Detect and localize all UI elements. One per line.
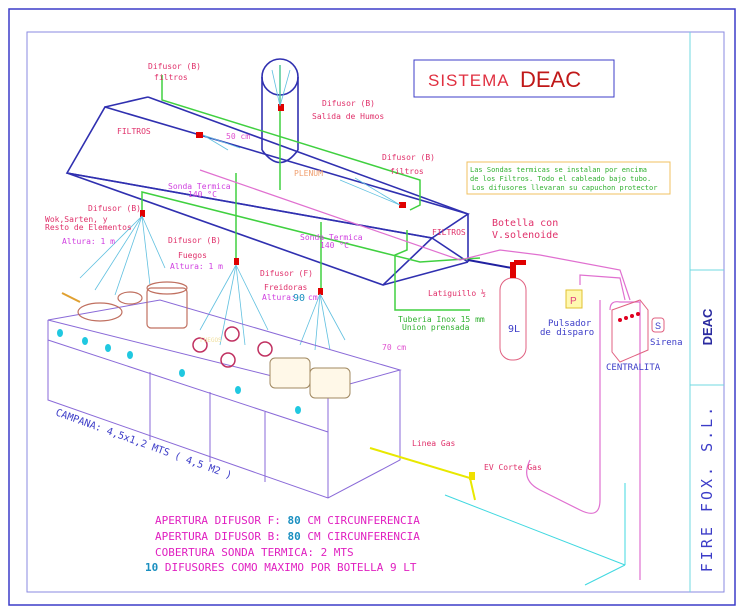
sirena-box bbox=[651, 317, 665, 333]
diffuser-filtros-right bbox=[399, 202, 406, 208]
pulsador-box[interactable] bbox=[565, 289, 583, 309]
fryer bbox=[269, 357, 351, 399]
label-dim-70: 70 cm bbox=[382, 343, 406, 352]
hood bbox=[65, 96, 470, 286]
label-dim-50: 50 cm bbox=[226, 132, 250, 141]
title-block-company: FIRE FOX. S.L. bbox=[698, 404, 716, 572]
centralita-leds bbox=[618, 312, 640, 322]
gas-valve[interactable] bbox=[469, 472, 475, 480]
label-union: Union prensada bbox=[402, 323, 470, 332]
title-box bbox=[413, 59, 615, 98]
label-salida-humos: Salida de Humos bbox=[312, 112, 384, 121]
diffuser-filtros-left bbox=[196, 132, 203, 138]
spray-cones bbox=[79, 65, 401, 351]
inner-frame bbox=[26, 31, 725, 593]
label-fuegos-small: FUEGOS bbox=[200, 337, 222, 344]
label-filtros-left: FILTROS bbox=[117, 127, 151, 136]
floor-lines bbox=[444, 483, 626, 586]
label-botella: Botella con bbox=[492, 218, 558, 229]
control-knobs bbox=[57, 329, 301, 414]
label-pulsador: Pulsador bbox=[548, 319, 592, 329]
pan-handle bbox=[61, 292, 81, 303]
label-altura-unit: cm bbox=[308, 293, 318, 302]
label-sonda-temp: 140 °C bbox=[320, 241, 349, 250]
cookware bbox=[77, 281, 188, 329]
sensor-cable bbox=[199, 169, 641, 580]
burners bbox=[192, 326, 273, 368]
spec-line: APERTURA DIFUSOR F: 80 CM CIRCUNFERENCIA bbox=[155, 514, 420, 527]
label-sonda: Sonda Termica bbox=[300, 233, 363, 242]
label-tuberia: Tuberia Inox 15 mm bbox=[398, 315, 485, 324]
specs: APERTURA DIFUSOR F: 80 CM CIRCUNFERENCIA… bbox=[145, 514, 420, 574]
label-sonda: Sonda Termica bbox=[168, 182, 231, 191]
kitchen-counter bbox=[47, 299, 402, 499]
label-altura: Altura: bbox=[262, 293, 296, 302]
label-freidoras: Freidoras bbox=[264, 283, 308, 292]
label-resto: Resto de Elementos bbox=[45, 223, 132, 232]
label-linea-gas: Linea Gas bbox=[412, 439, 456, 448]
spec-value: 80 bbox=[287, 514, 300, 527]
label-latiguillo: Latiguillo ½ bbox=[428, 288, 486, 298]
spec-unit: CM CIRCUNFERENCIA bbox=[307, 530, 420, 543]
spec-line: 10 DIFUSORES COMO MAXIMO POR BOTELLA 9 L… bbox=[145, 561, 417, 574]
title-name: DEAC bbox=[520, 67, 581, 92]
note-text: Las Sondas termicas se instalan por enci… bbox=[470, 166, 657, 192]
diffuser-wok bbox=[140, 210, 145, 217]
sirena-letter: S bbox=[655, 321, 661, 331]
label-difusor: Difusor (B) bbox=[382, 153, 435, 162]
gas-line bbox=[369, 447, 476, 501]
spec-line: APERTURA DIFUSOR B: 80 CM CIRCUNFERENCIA bbox=[155, 530, 420, 543]
diffuser-humos bbox=[278, 104, 284, 111]
spec-label: COBERTURA SONDA TERMICA: 2 MTS bbox=[155, 546, 354, 559]
hose bbox=[467, 259, 513, 269]
pulsador-letter: P bbox=[570, 296, 577, 307]
diffuser-freidoras bbox=[318, 288, 323, 295]
label-difusor: Difusor (B) bbox=[168, 236, 221, 245]
label-centralita: CENTRALITA bbox=[606, 363, 661, 373]
spec-unit: CM CIRCUNFERENCIA bbox=[307, 514, 420, 527]
label-solenoide: V.solenoide bbox=[492, 230, 558, 241]
outer-frame bbox=[8, 8, 736, 606]
label-altura-value: 90 bbox=[293, 293, 305, 304]
label-botella-size: 9L bbox=[508, 324, 520, 335]
note-line: de los Filtros. Todo el cableado bajo tu… bbox=[470, 175, 651, 183]
label-filtros-right: FILTROS bbox=[432, 228, 466, 237]
note-box bbox=[466, 161, 671, 195]
label-difusor: Difusor (B) bbox=[322, 99, 375, 108]
label-difusor: Difusor (B) bbox=[88, 204, 141, 213]
label-ev-corte-gas: EV Corte Gas bbox=[484, 463, 542, 472]
label-fuegos: Fuegos bbox=[178, 251, 207, 260]
label-campana: CAMPANA: 4,5x1,2 MTS ( 4,5 M2 ) bbox=[54, 407, 233, 481]
label-disparo: de disparo bbox=[540, 328, 594, 338]
label-sonda-temp: 140 °C bbox=[188, 190, 217, 199]
labels: Difusor (B) filtros Difusor (B) Salida d… bbox=[45, 62, 683, 482]
label-difusor: Difusor (B) bbox=[148, 62, 201, 71]
spec-line: COBERTURA SONDA TERMICA: 2 MTS bbox=[155, 546, 354, 559]
diffuser-fuegos bbox=[234, 258, 239, 265]
spec-value: 80 bbox=[287, 530, 300, 543]
label-sirena: Sirena bbox=[650, 338, 683, 348]
centralita-box bbox=[611, 299, 649, 363]
label-altura: Altura: 1 m bbox=[62, 237, 115, 246]
label-filtros: filtros bbox=[390, 167, 424, 176]
label-filtros: filtros bbox=[154, 73, 188, 82]
label-wok: Wok,Sarten, y bbox=[45, 215, 108, 224]
label-difusor: Difusor (F) bbox=[260, 269, 313, 278]
diffusers bbox=[140, 104, 406, 295]
extinguisher-bottle bbox=[499, 260, 527, 361]
title-prefix: SISTEMA bbox=[428, 71, 510, 90]
label-altura: Altura: 1 m bbox=[170, 262, 223, 271]
note-line: Las Sondas termicas se instalan por enci… bbox=[470, 166, 647, 174]
label-plenum: PLENUM bbox=[294, 169, 323, 178]
spec-value: 10 bbox=[145, 561, 158, 574]
spec-label: APERTURA DIFUSOR F: bbox=[155, 514, 281, 527]
spec-unit: DIFUSORES COMO MAXIMO POR BOTELLA 9 LT bbox=[165, 561, 417, 574]
note-line: Los difusores llevaran su capuchon prote… bbox=[472, 184, 657, 192]
spec-label: APERTURA DIFUSOR B: bbox=[155, 530, 281, 543]
title-block-system: DEAC bbox=[700, 308, 715, 345]
